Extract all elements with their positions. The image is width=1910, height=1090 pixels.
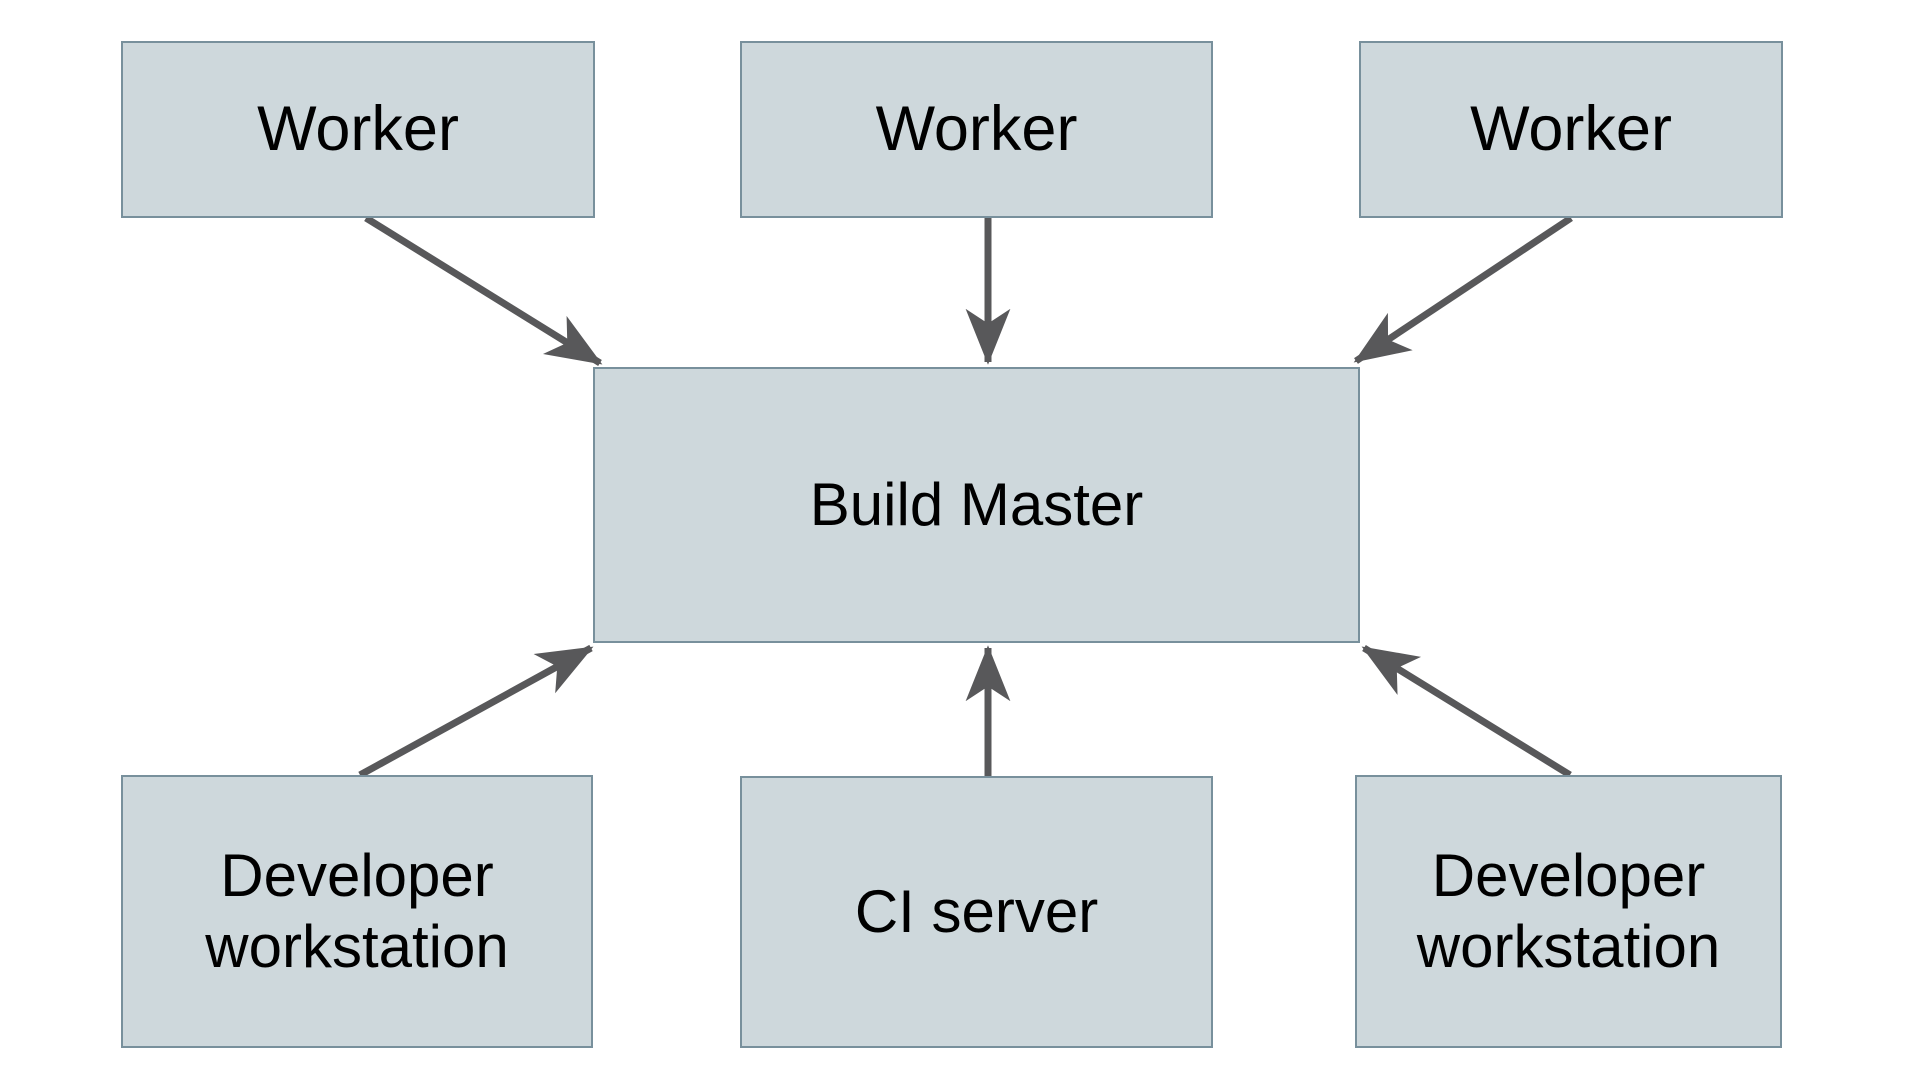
node-label: CI server — [854, 877, 1099, 945]
edge-devright-to-master — [1361, 645, 1572, 778]
edge-worker1-to-master — [364, 215, 603, 366]
node-build-master[interactable]: Build Master — [593, 367, 1360, 643]
edge-devleft-to-master — [358, 644, 594, 779]
node-worker-1[interactable]: Worker — [121, 41, 595, 218]
node-worker-3[interactable]: Worker — [1359, 41, 1783, 218]
node-label: Worker — [257, 94, 459, 165]
node-label: Worker — [1470, 94, 1672, 165]
node-label: Developer workstation — [205, 841, 509, 980]
edge-worker3-to-master — [1353, 215, 1573, 364]
node-developer-workstation-left[interactable]: Developer workstation — [121, 775, 593, 1048]
node-developer-workstation-right[interactable]: Developer workstation — [1355, 775, 1782, 1048]
node-ci-server[interactable]: CI server — [740, 776, 1213, 1048]
node-label: Worker — [875, 94, 1078, 165]
node-label: Build Master — [809, 470, 1144, 538]
node-label: Developer workstation — [1416, 841, 1721, 980]
node-worker-2[interactable]: Worker — [740, 41, 1213, 218]
